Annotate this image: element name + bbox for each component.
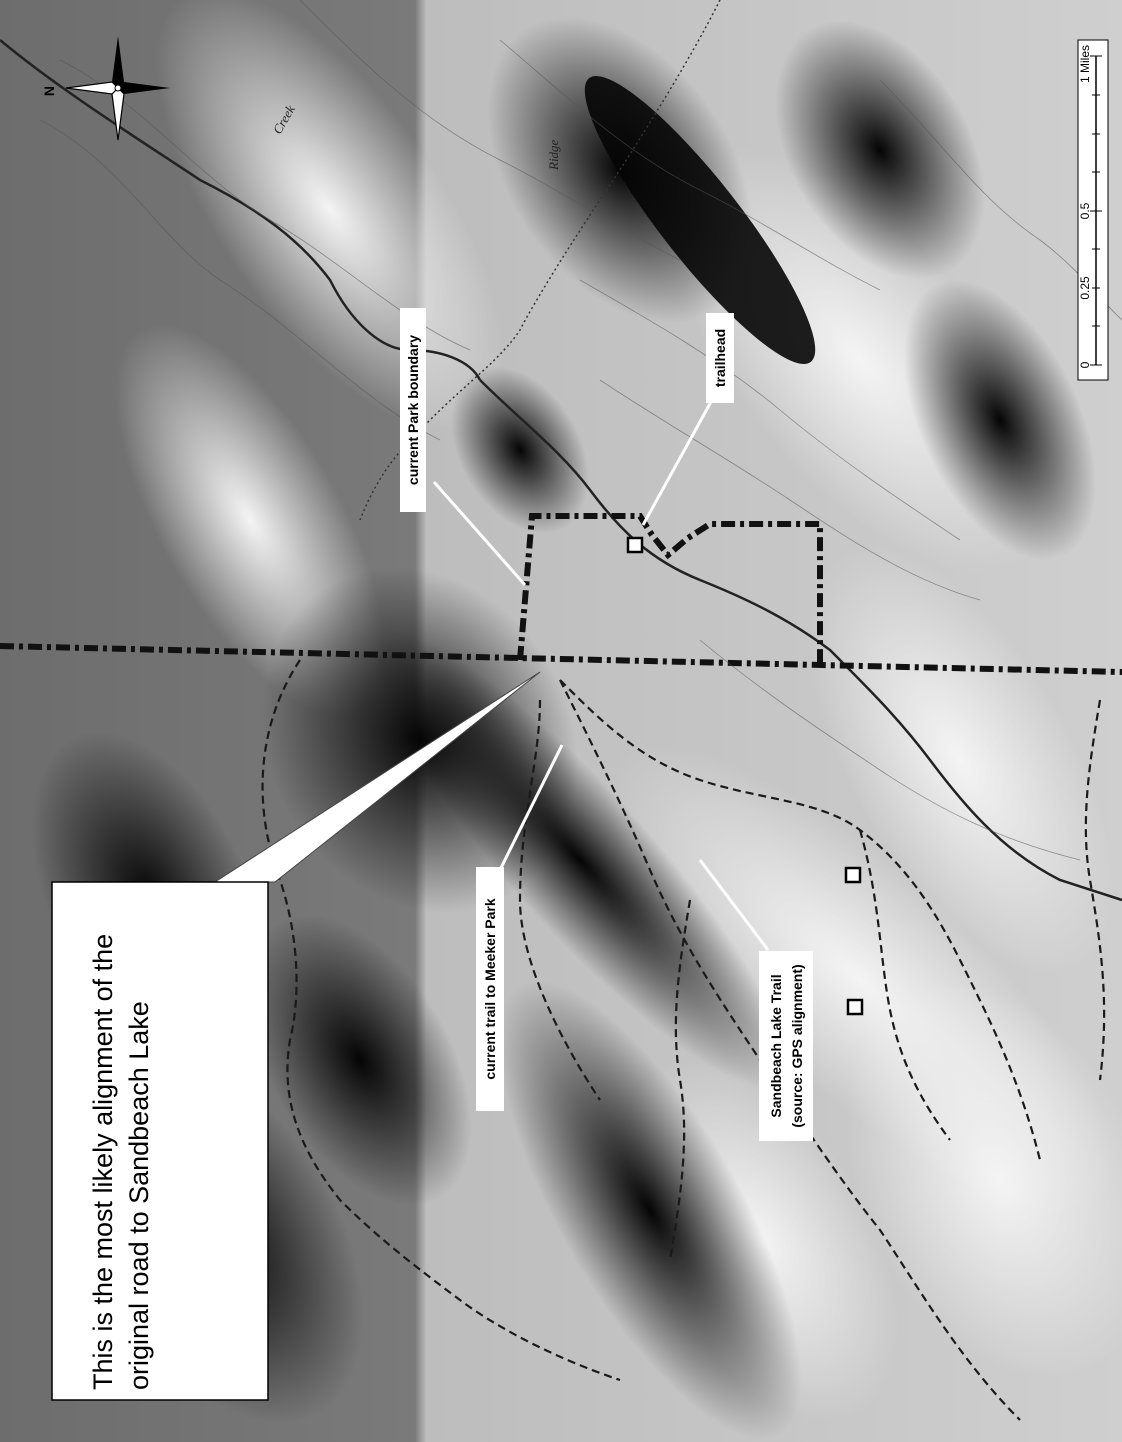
- north-label: N: [41, 86, 57, 96]
- scale-tick-05: 0.5: [1078, 202, 1092, 219]
- callout-box: This is the most likely alignment of the…: [51, 881, 269, 1401]
- sandbeach-text-2: (source: GPS alignment): [789, 964, 805, 1127]
- label-trailhead: trailhead: [706, 313, 734, 403]
- trail-markers: [626, 536, 864, 1016]
- meeker-trail-text: current trail to Meeker Park: [482, 898, 498, 1080]
- ridge-label: Ridge: [546, 139, 561, 171]
- label-meeker-trail: current trail to Meeker Park: [476, 867, 504, 1111]
- scale-tick-0: 0: [1078, 361, 1092, 368]
- scale-tick-025: 0.25: [1078, 276, 1092, 300]
- scale-tick-1mile: 1 Miles: [1078, 45, 1092, 83]
- park-boundary-leader: [432, 481, 527, 586]
- sandbeach-leader: [698, 859, 770, 951]
- park-boundary-line: [0, 513, 1122, 675]
- trailhead-text: trailhead: [712, 329, 728, 387]
- trailhead-leader: [641, 399, 714, 526]
- callout-line-1: This is the most likely alignment of the: [88, 934, 118, 1390]
- callout-line-2: original road to Sandbeach Lake: [124, 1001, 154, 1390]
- park-boundary-text: current Park boundary: [405, 335, 421, 485]
- sandbeach-text-1: Sandbeach Lake Trail: [768, 974, 784, 1117]
- label-park-boundary: current Park boundary: [400, 308, 426, 512]
- label-sandbeach-trail: Sandbeach Lake Trail (source: GPS alignm…: [759, 951, 813, 1141]
- scale-bar: 0 0.25 0.5 1 Miles: [1077, 39, 1109, 381]
- meeker-trail-leader: [493, 744, 564, 881]
- compass-rose-icon: N: [41, 36, 170, 141]
- road-line-2: [479, 379, 1122, 902]
